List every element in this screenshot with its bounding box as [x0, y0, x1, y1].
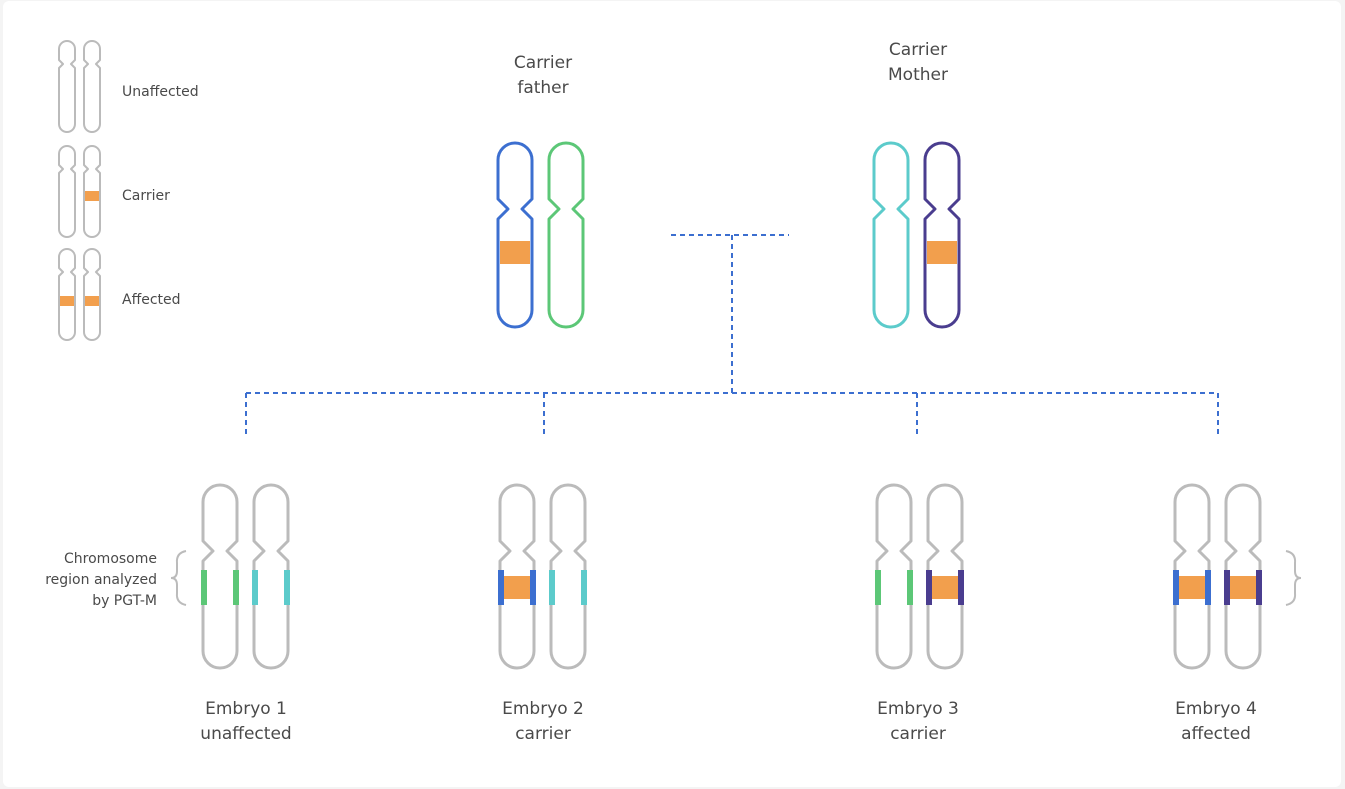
- embryo-2-name: Embryo 2: [502, 699, 584, 719]
- inheritance-diagram: [58, 40, 1302, 670]
- embryo-2-chromosome-1-marker-left: [498, 570, 504, 605]
- embryo-3-chromosome-2-mutation-band: [932, 576, 958, 599]
- embryo-4-chromosome-2-mutation-band: [1230, 576, 1256, 599]
- embryo-1-chromosome-1-marker-right: [233, 570, 239, 605]
- mother-label: Carrier Mother: [868, 38, 968, 88]
- embryo-2-chromosome-1-mutation-band: [504, 576, 530, 599]
- legend-unaffected-chromosome-left: [58, 40, 76, 133]
- embryo-4-label: Embryo 4 affected: [1146, 697, 1286, 747]
- embryo-2-chromosome-1: [498, 483, 536, 670]
- legend-affected-mutation-band-right: [85, 296, 99, 306]
- embryo-4-chromosome-1-mutation-band: [1179, 576, 1205, 599]
- legend-carrier-chromosome-right: [83, 145, 101, 238]
- embryo-3-status: carrier: [890, 724, 946, 744]
- embryo-4-chromosome-2-marker-left: [1224, 570, 1230, 605]
- legend-unaffected-chromosome-right: [83, 40, 101, 133]
- embryo-2-chromosome-2-marker-left: [549, 570, 555, 605]
- embryo-2-status: carrier: [515, 724, 571, 744]
- left-region-brace: [170, 550, 187, 606]
- legend-affected-mutation-band-left: [60, 296, 74, 306]
- embryo-2-chromosome-2-marker-right: [581, 570, 587, 605]
- embryo-1-chromosome-2: [252, 483, 290, 670]
- embryo-4-status: affected: [1181, 724, 1251, 744]
- embryo-2-label: Embryo 2 carrier: [473, 697, 613, 747]
- father-label-line1: Carrier: [513, 53, 573, 73]
- embryo-1-chromosome-2-marker-left: [252, 570, 258, 605]
- legend-carrier-label: Carrier: [122, 188, 170, 204]
- mother-label-line1: Carrier: [888, 40, 948, 60]
- embryo-4-chromosome-2-marker-right: [1256, 570, 1262, 605]
- father-chromosome-1: [496, 141, 534, 329]
- embryo-1-name: Embryo 1: [205, 699, 287, 719]
- annotation-line2: region analyzed: [45, 572, 157, 588]
- diagram-canvas: Unaffected Carrier Affected Carrier fath…: [3, 1, 1341, 787]
- legend-affected-chromosome-left: [58, 248, 76, 341]
- legend-affected-chromosome-right: [83, 248, 101, 341]
- legend-affected-label: Affected: [122, 292, 181, 308]
- embryo-1-chromosome-2-marker-right: [284, 570, 290, 605]
- embryo-3-chromosome-2-marker-right: [958, 570, 964, 605]
- mother-chromosome-2: [923, 141, 961, 329]
- father-label: Carrier father: [493, 51, 593, 101]
- annotation-line3: by PGT-M: [92, 593, 157, 609]
- mother-chromosome-1: [872, 141, 910, 329]
- embryo-3-name: Embryo 3: [877, 699, 959, 719]
- embryo-1-status: unaffected: [200, 724, 292, 744]
- embryo-1-chromosome-1: [201, 483, 239, 670]
- father-label-line2: father: [517, 78, 569, 98]
- legend-carrier-chromosome-left: [58, 145, 76, 238]
- embryo-3-chromosome-2-marker-left: [926, 570, 932, 605]
- embryo-4-chromosome-2: [1224, 483, 1262, 670]
- embryo-3-chromosome-1: [875, 483, 913, 670]
- embryo-1-label: Embryo 1 unaffected: [176, 697, 316, 747]
- embryo-3-chromosome-1-marker-right: [907, 570, 913, 605]
- mother-label-line2: Mother: [888, 65, 948, 85]
- embryo-4-chromosome-1-marker-left: [1173, 570, 1179, 605]
- pgtm-region-annotation: Chromosome region analyzed by PGT-M: [23, 549, 157, 612]
- legend-unaffected-label: Unaffected: [122, 84, 199, 100]
- embryo-4-name: Embryo 4: [1175, 699, 1257, 719]
- embryo-4-chromosome-1: [1173, 483, 1211, 670]
- embryo-4-chromosome-1-marker-right: [1205, 570, 1211, 605]
- father-chromosome-2: [547, 141, 585, 329]
- mother-mutation-band: [927, 241, 957, 264]
- legend-carrier-mutation-band: [85, 191, 99, 201]
- embryo-3-chromosome-1-marker-left: [875, 570, 881, 605]
- embryo-1-chromosome-1-marker-left: [201, 570, 207, 605]
- embryo-3-label: Embryo 3 carrier: [848, 697, 988, 747]
- right-region-brace: [1285, 550, 1302, 606]
- father-mutation-band: [500, 241, 530, 264]
- embryo-3-chromosome-2: [926, 483, 964, 670]
- annotation-line1: Chromosome: [64, 551, 157, 567]
- embryo-2-chromosome-1-marker-right: [530, 570, 536, 605]
- embryo-2-chromosome-2: [549, 483, 587, 670]
